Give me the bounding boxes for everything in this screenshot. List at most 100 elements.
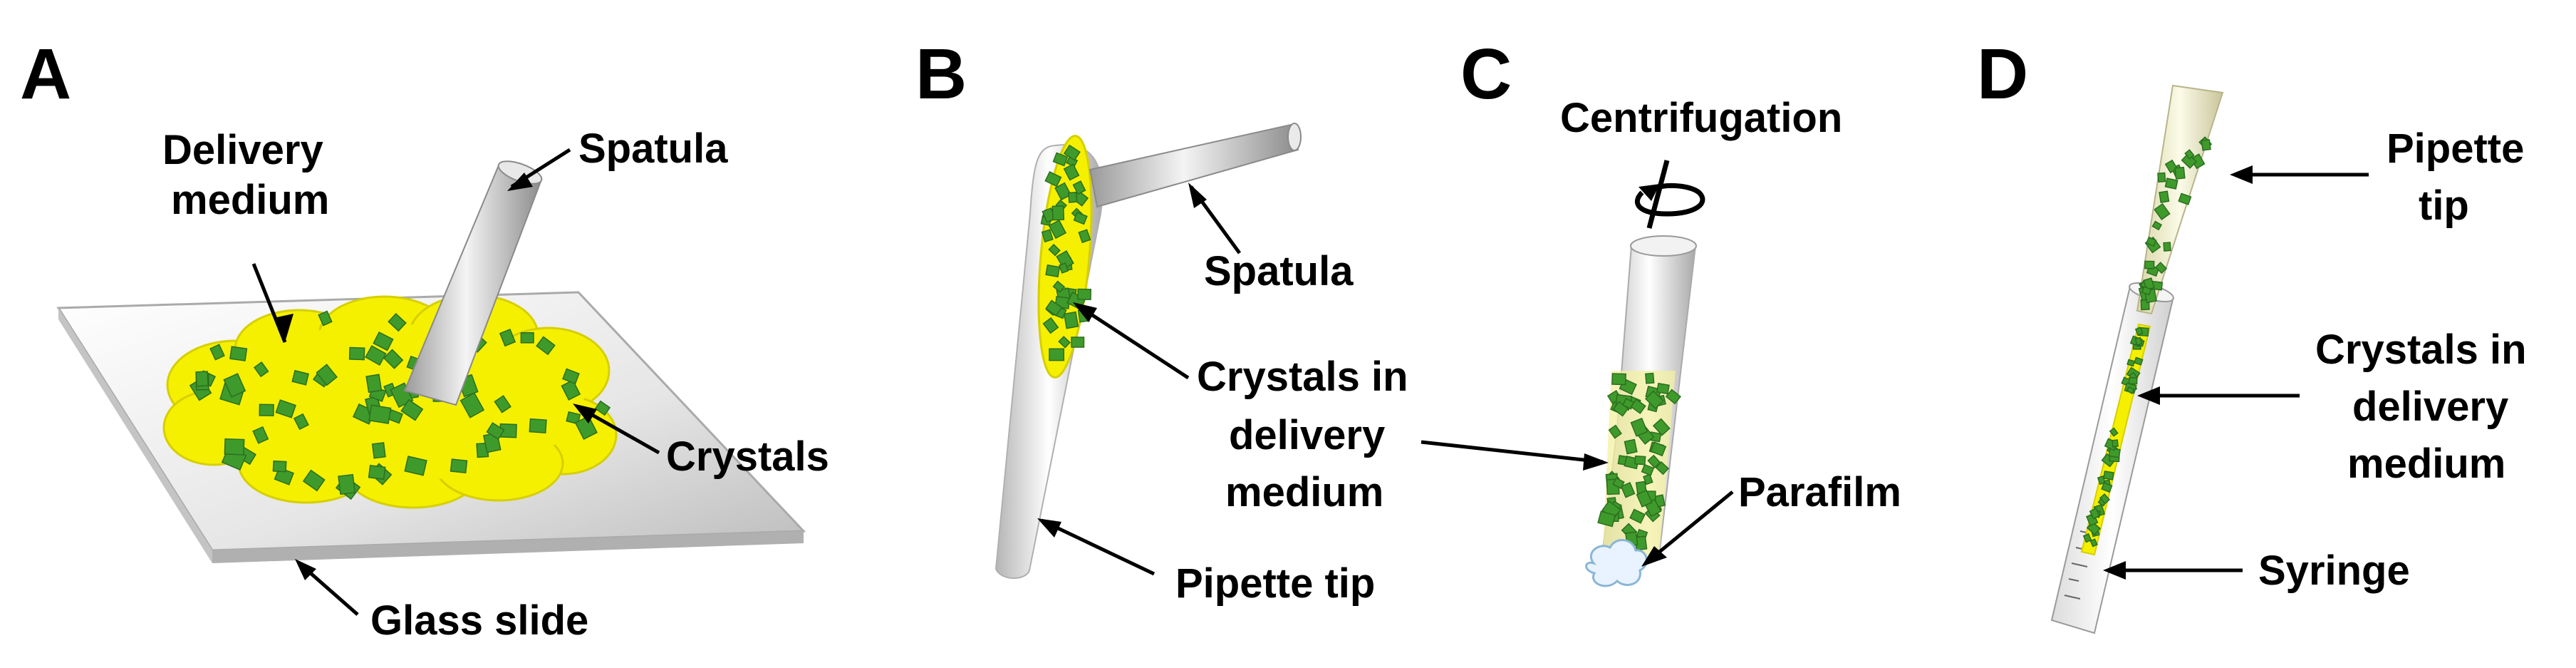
crystal [368, 404, 392, 424]
crystal [2164, 178, 2178, 190]
crystals-column-d [2080, 323, 2151, 556]
crystal [566, 411, 581, 425]
crystal [2126, 386, 2135, 394]
crystal [2157, 172, 2166, 183]
crystal [486, 422, 505, 440]
rotation-icon [1635, 160, 1705, 229]
crystals-b [1040, 144, 1092, 361]
crystal [2154, 202, 2171, 220]
crystal [2089, 508, 2101, 520]
crystal [1048, 243, 1061, 257]
crystal [1042, 317, 1059, 334]
panel-c-letter: C [1460, 34, 1512, 114]
label-pipette-tip-d-line2: tip [2419, 183, 2469, 229]
crystal [1071, 336, 1085, 348]
crystal [1630, 417, 1648, 437]
crystal [2174, 166, 2186, 180]
crystal [529, 418, 547, 433]
crystal [302, 469, 326, 492]
crystal [252, 426, 269, 444]
crystal [1630, 399, 1646, 414]
crystals-d-column [2082, 327, 2149, 548]
crystal [368, 464, 386, 481]
crystal [1051, 205, 1065, 221]
crystal [1063, 144, 1081, 161]
label-crystals-b-line1: Crystals in [1197, 354, 1408, 400]
crystal [2163, 242, 2171, 252]
crystal [562, 368, 580, 385]
crystal [1077, 288, 1092, 301]
crystal [1643, 473, 1653, 485]
crystal [1078, 229, 1091, 244]
crystal [1656, 382, 1670, 395]
crystals-c [1597, 372, 1682, 551]
crystal [1063, 163, 1080, 181]
crystal [1072, 180, 1086, 195]
crystal [1054, 182, 1072, 201]
crystal [520, 332, 534, 344]
crystal [293, 413, 309, 431]
crystal [2099, 493, 2111, 505]
crystal [316, 364, 338, 386]
crystal [400, 399, 424, 421]
label-crystals-d-line3: medium [2347, 441, 2505, 487]
crystal [209, 344, 225, 361]
panel-d: D Pipette tip Crystals in [1977, 34, 2527, 634]
crystal [2146, 236, 2157, 247]
crystal [499, 328, 516, 347]
panel-c: C Centrifugation Parafilm [1421, 34, 1901, 587]
panel-a: A Delivery medium [20, 34, 829, 644]
crystal [1645, 372, 1655, 384]
label-parafilm: Parafilm [1738, 469, 1901, 515]
crystal [1611, 373, 1626, 386]
crystal [1634, 455, 1646, 466]
crystals-a [189, 310, 611, 500]
crystal [275, 399, 296, 418]
crystal [574, 415, 598, 441]
crystal [1652, 418, 1671, 436]
panel-b-letter: B [915, 34, 967, 114]
crystal [1049, 348, 1065, 361]
crystal [2126, 359, 2136, 367]
crystal [1597, 510, 1616, 528]
label-delivery-medium-line2: medium [171, 177, 329, 223]
crystal [1629, 508, 1646, 524]
label-crystals-b-line3: medium [1225, 469, 1383, 515]
crystal [2134, 327, 2144, 336]
crystal [259, 404, 274, 416]
arrow-crystals-b [1076, 303, 1190, 380]
crystal [1058, 262, 1069, 274]
crystal [195, 371, 209, 387]
crystal [1041, 229, 1054, 243]
crystal [2128, 377, 2138, 385]
label-delivery-medium-line1: Delivery [162, 127, 323, 173]
crystal [1647, 454, 1661, 469]
arrow-crystals-tube [1421, 440, 1604, 464]
crystal [383, 349, 404, 369]
crystal [1650, 441, 1667, 457]
crystal [1612, 477, 1625, 490]
crystal [1641, 463, 1655, 476]
crystal [1058, 336, 1071, 349]
crystals-medium-b [1037, 135, 1093, 379]
crystal [365, 374, 383, 394]
crystal [2134, 356, 2144, 366]
crystal [450, 458, 468, 473]
parafilm-seal [1585, 539, 1648, 587]
crystal [404, 456, 427, 476]
crystal [1644, 390, 1664, 410]
label-pipette-tip-d-line1: Pipette [2387, 125, 2524, 172]
crystal [1063, 311, 1079, 329]
crystal [1624, 438, 1638, 455]
label-crystals-b-line2: delivery [1229, 412, 1385, 458]
crystal [1608, 424, 1622, 439]
crystal [1044, 170, 1062, 187]
crystal [2178, 192, 2192, 205]
crystal [253, 361, 269, 378]
label-crystals-d-line2: delivery [2352, 384, 2508, 430]
crystal [2181, 153, 2198, 169]
crystal [1048, 220, 1067, 240]
crystal [2134, 336, 2143, 346]
crystal [1056, 250, 1074, 270]
crystal [1045, 264, 1061, 278]
